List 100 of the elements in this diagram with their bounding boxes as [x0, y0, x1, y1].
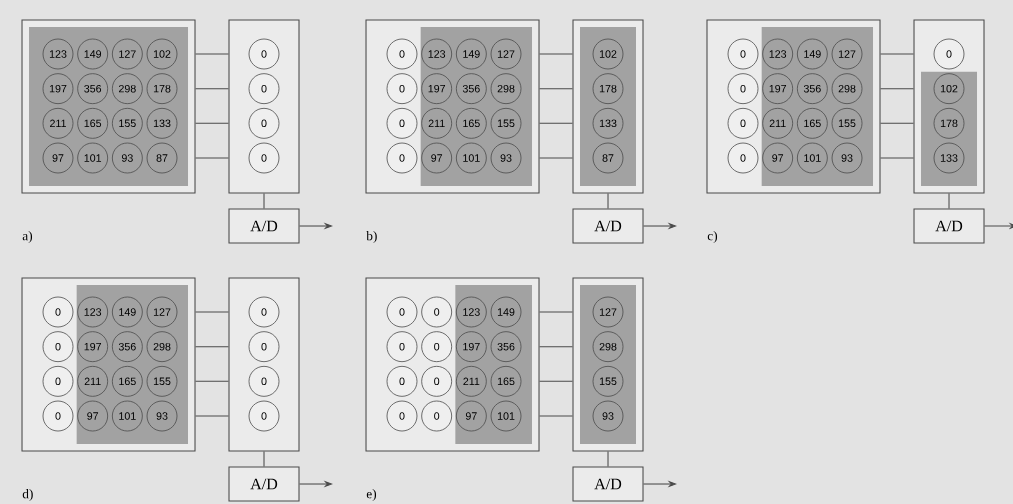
pixel-cell: 155 — [490, 107, 522, 139]
pixel-cell: 0 — [421, 296, 453, 328]
pixel-cell: 298 — [490, 73, 522, 105]
pixel-cell: 149 — [455, 38, 487, 70]
connector-line — [880, 122, 914, 124]
pixel-cell: 93 — [490, 142, 522, 174]
pixel-cell: 101 — [796, 142, 828, 174]
pixel-cell: 356 — [490, 331, 522, 363]
connector-line — [195, 157, 229, 159]
connector-line — [880, 53, 914, 55]
charge-region — [29, 27, 188, 186]
pixel-cell: 0 — [386, 296, 418, 328]
pixel-cell: 298 — [146, 331, 178, 363]
connector-line — [263, 451, 265, 467]
register-cell: 133 — [933, 142, 965, 174]
pixel-cell: 178 — [146, 73, 178, 105]
pixel-cell: 0 — [727, 142, 759, 174]
connector-line — [263, 193, 265, 209]
register-cell: 133 — [592, 107, 624, 139]
pixel-cell: 149 — [77, 38, 109, 70]
pixel-cell: 155 — [111, 107, 143, 139]
pixel-cell: 0 — [386, 331, 418, 363]
charge-region — [420, 27, 532, 186]
pixel-cell: 211 — [762, 107, 794, 139]
register-cell: 0 — [248, 73, 280, 105]
pixel-cell: 123 — [77, 296, 109, 328]
register-cell: 0 — [248, 38, 280, 70]
register-cell: 93 — [592, 400, 624, 432]
register-cell: 87 — [592, 142, 624, 174]
connector-line — [195, 88, 229, 90]
connector-line — [195, 122, 229, 124]
pixel-cell: 101 — [490, 400, 522, 432]
connector-line — [195, 311, 229, 313]
register-cell: 0 — [248, 331, 280, 363]
charge-region — [76, 285, 188, 444]
connector-line — [195, 415, 229, 417]
pixel-cell: 165 — [455, 107, 487, 139]
register-cell: 102 — [933, 73, 965, 105]
pixel-cell: 102 — [146, 38, 178, 70]
connector-line — [880, 157, 914, 159]
pixel-cell: 97 — [42, 142, 74, 174]
pixel-cell: 356 — [111, 331, 143, 363]
pixel-cell: 127 — [831, 38, 863, 70]
pixel-cell: 165 — [111, 365, 143, 397]
pixel-cell: 0 — [386, 73, 418, 105]
pixel-cell: 155 — [831, 107, 863, 139]
pixel-cell: 165 — [796, 107, 828, 139]
connector-line — [539, 346, 573, 348]
charge-region — [580, 285, 636, 444]
connector-line — [607, 451, 609, 467]
pixel-cell: 149 — [111, 296, 143, 328]
pixel-cell: 133 — [146, 107, 178, 139]
connector-line — [539, 415, 573, 417]
charge-region — [455, 285, 532, 444]
pixel-cell: 127 — [490, 38, 522, 70]
connector-line — [607, 193, 609, 209]
connector-line — [539, 88, 573, 90]
register-cell: 102 — [592, 38, 624, 70]
converter-box: A/D — [913, 208, 985, 244]
converter-box: A/D — [572, 466, 644, 502]
pixel-cell: 298 — [831, 73, 863, 105]
pixel-cell: 0 — [386, 38, 418, 70]
pixel-cell: 123 — [762, 38, 794, 70]
pixel-cell: 97 — [421, 142, 453, 174]
panel-label: b) — [366, 230, 377, 244]
connector-line — [195, 346, 229, 348]
pixel-cell: 197 — [421, 73, 453, 105]
pixel-cell: 97 — [455, 400, 487, 432]
connector-line — [539, 311, 573, 313]
register-cell: 178 — [933, 107, 965, 139]
pixel-cell: 197 — [42, 73, 74, 105]
connector-line — [539, 380, 573, 382]
register-cell: 0 — [248, 107, 280, 139]
pixel-cell: 155 — [146, 365, 178, 397]
pixel-cell: 356 — [455, 73, 487, 105]
pixel-cell: 93 — [831, 142, 863, 174]
converter-box: A/D — [228, 208, 300, 244]
pixel-cell: 197 — [455, 331, 487, 363]
register-cell: 178 — [592, 73, 624, 105]
converter-box: A/D — [228, 466, 300, 502]
converter-box: A/D — [572, 208, 644, 244]
pixel-cell: 0 — [42, 365, 74, 397]
pixel-cell: 87 — [146, 142, 178, 174]
pixel-cell: 123 — [421, 38, 453, 70]
charge-region — [921, 71, 977, 186]
pixel-cell: 149 — [490, 296, 522, 328]
register-cell: 0 — [248, 365, 280, 397]
pixel-cell: 0 — [386, 365, 418, 397]
connector-line — [539, 122, 573, 124]
pixel-cell: 211 — [421, 107, 453, 139]
pixel-cell: 165 — [490, 365, 522, 397]
pixel-cell: 149 — [796, 38, 828, 70]
panel-label: d) — [22, 488, 33, 502]
pixel-cell: 101 — [455, 142, 487, 174]
register-cell: 0 — [248, 400, 280, 432]
register-cell: 0 — [248, 296, 280, 328]
register-cell: 0 — [933, 38, 965, 70]
connector-line — [195, 53, 229, 55]
pixel-cell: 101 — [77, 142, 109, 174]
pixel-cell: 211 — [42, 107, 74, 139]
